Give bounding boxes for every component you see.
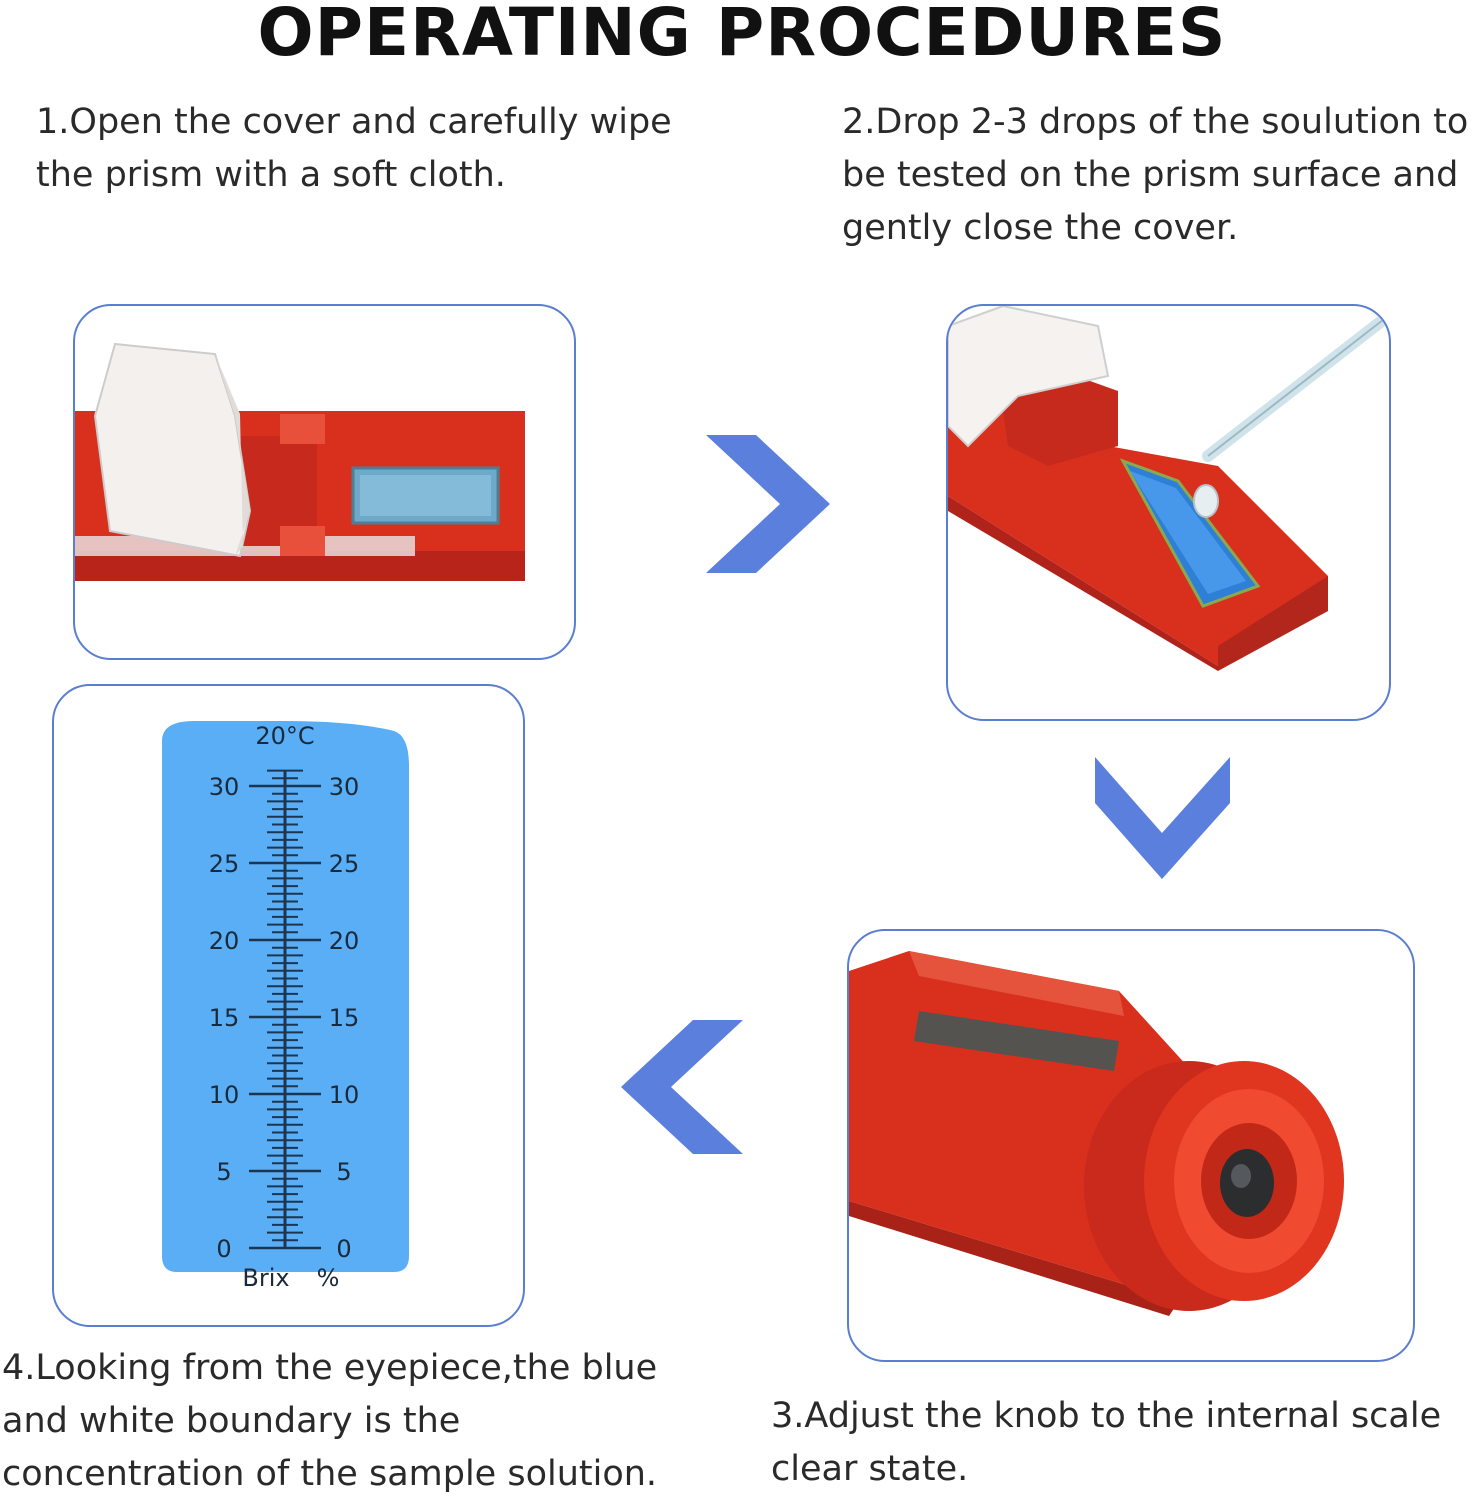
scale-temperature: 20°C xyxy=(255,722,314,750)
brix-scale-illustration: 20°C 30 30 25 25 20 20 15 15 10 10 5 5 0 0 Brix % xyxy=(162,721,409,1292)
scale-unit-percent: % xyxy=(317,1264,340,1292)
step-2-line-3: gently close the cover. xyxy=(842,208,1239,248)
scale-ticks xyxy=(249,769,321,1250)
eyepiece-illustration xyxy=(849,951,1344,1316)
step-3-text: 3.Adjust the knob to the internal scale … xyxy=(771,1390,1441,1496)
arrow-down-icon xyxy=(1095,757,1230,879)
step-2-line-2: be tested on the prism surface and xyxy=(842,155,1459,195)
arrow-right-icon xyxy=(706,435,830,573)
scale-label-right: 30 xyxy=(329,773,360,801)
scale-label-right: 5 xyxy=(336,1158,351,1186)
scale-label-right: 10 xyxy=(329,1081,360,1109)
arrow-left-icon xyxy=(621,1020,743,1154)
drop-solution-illustration xyxy=(948,306,1389,671)
step-4-image-panel: 20°C 30 30 25 25 20 20 15 15 10 10 5 5 0 0 Brix % xyxy=(52,684,525,1327)
step-3-line-1: 3.Adjust the knob to the internal scale xyxy=(771,1396,1442,1436)
scale-label-right: 20 xyxy=(329,927,360,955)
scale-label-left: 20 xyxy=(209,927,240,955)
scale-label-left: 15 xyxy=(209,1004,240,1032)
step-1-line-1: 1.Open the cover and carefully wipe xyxy=(36,102,672,142)
page-title: OPERATING PROCEDURES xyxy=(257,0,1227,71)
scale-label-left: 30 xyxy=(209,773,240,801)
step-1-line-2: the prism with a soft cloth. xyxy=(36,155,506,195)
step-1-image-panel xyxy=(73,304,576,660)
step-4-text: 4.Looking from the eyepiece,the blue and… xyxy=(2,1342,657,1501)
scale-label-right: 25 xyxy=(329,850,360,878)
step-3-image-panel xyxy=(847,929,1415,1362)
step-2-line-1: 2.Drop 2-3 drops of the soulution to xyxy=(842,102,1469,142)
scale-label-right: 0 xyxy=(336,1235,351,1263)
scale-label-left: 10 xyxy=(209,1081,240,1109)
step-3-line-2: clear state. xyxy=(771,1449,969,1489)
scale-label-left: 0 xyxy=(216,1235,231,1263)
scale-label-right: 15 xyxy=(329,1004,360,1032)
step-4-line-2: and white boundary is the xyxy=(2,1401,461,1441)
step-4-line-1: 4.Looking from the eyepiece,the blue xyxy=(2,1348,658,1388)
scale-label-left: 5 xyxy=(216,1158,231,1186)
step-4-line-3: concentration of the sample solution. xyxy=(2,1454,658,1494)
scale-unit-brix: Brix xyxy=(242,1264,289,1292)
scale-label-left: 25 xyxy=(209,850,240,878)
step-2-image-panel xyxy=(946,304,1391,721)
step-1-text: 1.Open the cover and carefully wipe the … xyxy=(36,96,672,202)
step-2-text: 2.Drop 2-3 drops of the soulution to be … xyxy=(842,96,1468,255)
prism-open-illustration xyxy=(75,342,525,581)
